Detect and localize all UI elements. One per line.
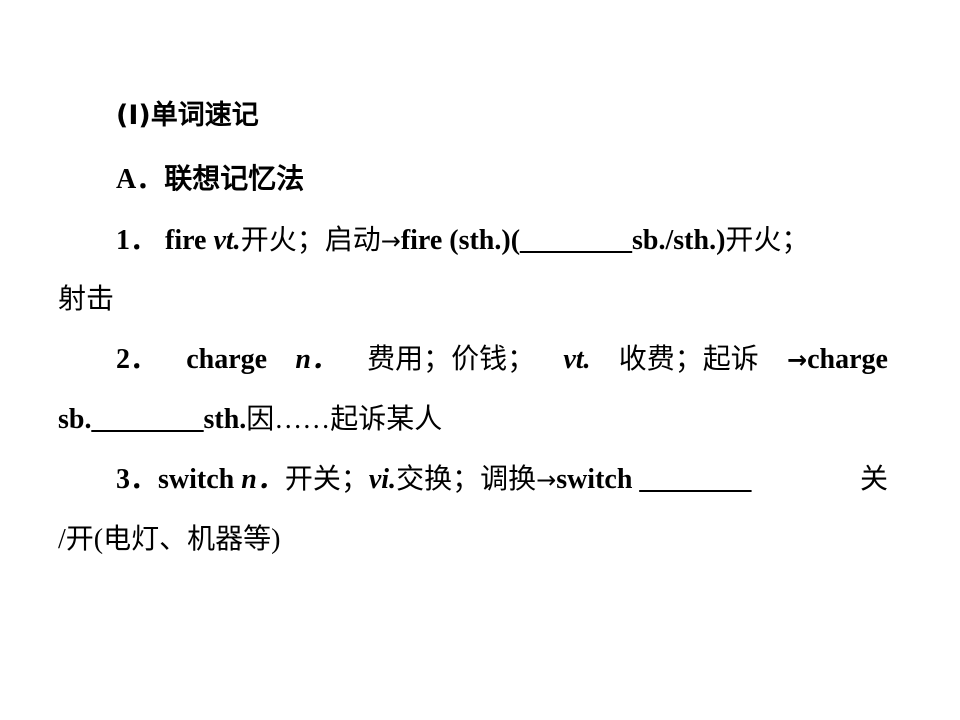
item-1-word: fire <box>165 225 207 256</box>
item-2-line: 2． charge n． 费用；价钱； vt. 收费；起诉 →charge <box>116 340 888 380</box>
item-2-phrase-start: →charge <box>787 340 888 380</box>
item-3-phrase-meaning-start: 关 <box>859 464 888 495</box>
item-2-number: 2． <box>116 344 159 375</box>
item-1-line: 1． fire vt.开火；启动→fire (sth.)(________sb.… <box>116 221 888 261</box>
item-2-phrase-word: charge <box>807 344 888 375</box>
item-1-continuation: 射击 <box>58 284 115 315</box>
section-heading: (Ⅰ)单词速记 <box>116 100 259 131</box>
item-2-continuation: sb.________sth.因……起诉某人 <box>58 400 888 440</box>
item-2-pos-n: n． <box>295 344 339 375</box>
item-1-pos: vt. <box>213 225 241 256</box>
item-2-phrase-meaning: 因……起诉某人 <box>246 404 443 435</box>
item-3-word: switch <box>158 464 235 495</box>
item-3-number: 3． <box>116 464 159 495</box>
section-a-label: A．联想记忆法 <box>116 164 305 195</box>
item-3-pos-n: n． <box>241 464 285 495</box>
item-1-number: 1． <box>116 225 159 256</box>
item-3-continuation: /开(电灯、机器等) <box>58 524 281 555</box>
item-2-meaning-n: 费用；价钱； <box>367 344 536 375</box>
item-1-phrase-meaning: 开火； <box>725 225 810 256</box>
item-3-arrow: → <box>536 466 557 494</box>
item-3-pos-vi: vi. <box>368 464 397 495</box>
item-3-left: 3．switch n．开关；vi.交换；调换→switch ________ <box>116 460 751 500</box>
item-3-meaning-vi: 交换；调换 <box>396 464 537 495</box>
item-3-meaning-n: 开关； <box>284 464 369 495</box>
section-a-title: A．联想记忆法 <box>116 160 888 200</box>
item-3-phrase: switch ________ <box>556 464 752 495</box>
item-1-arrow: → <box>380 227 401 255</box>
item-1-phrase: fire (sth.)(________sb./sth.) <box>400 225 726 256</box>
item-3-line: 3．switch n．开关；vi.交换；调换→switch ________ 关 <box>116 460 888 500</box>
item-2-pos-vt: vt. <box>563 344 591 375</box>
item-2-word: charge <box>186 344 268 375</box>
item-2-meaning-vt: 收费；起诉 <box>618 344 759 375</box>
item-2-arrow: → <box>787 346 808 374</box>
item-1-meaning: 开火；启动 <box>240 225 381 256</box>
item-2-phrase-cont: sb.________sth. <box>58 404 247 435</box>
